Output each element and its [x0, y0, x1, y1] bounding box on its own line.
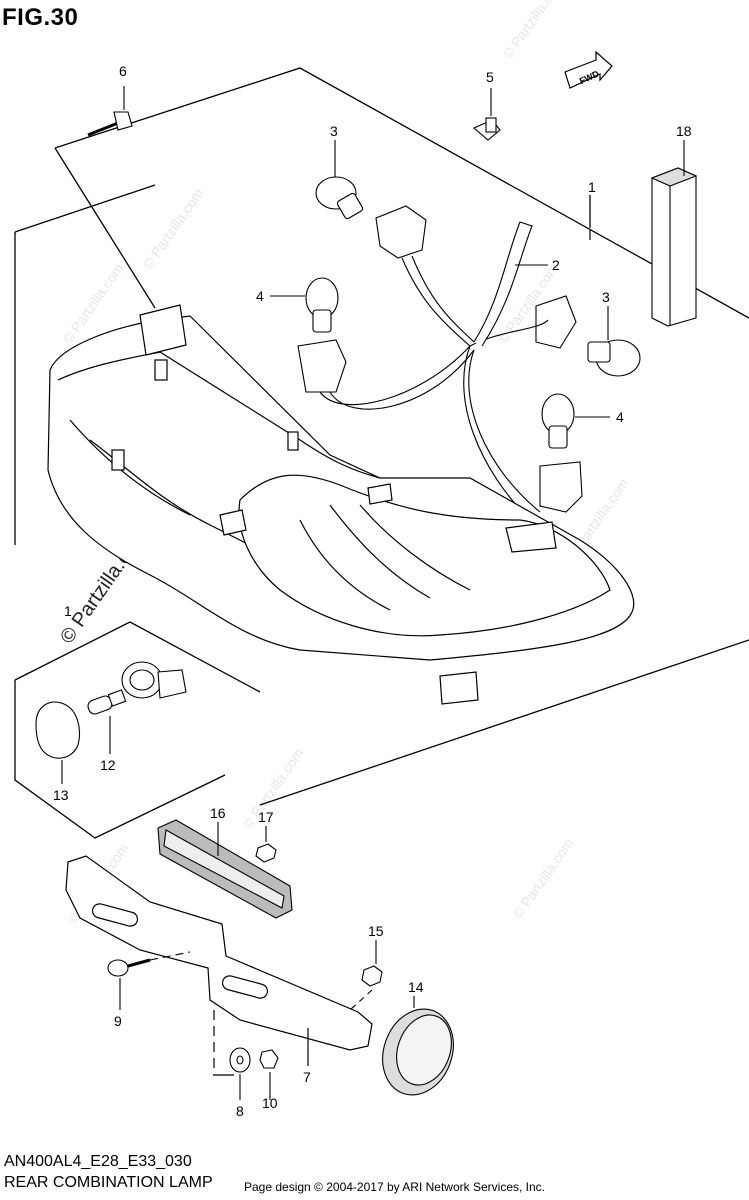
callout-9: 9 — [114, 1013, 122, 1029]
bulb-part-4-a — [270, 277, 339, 333]
watermark-7: © Partzilla.com — [509, 835, 576, 921]
bulb-part-12 — [87, 689, 127, 754]
assembly-frame — [14, 67, 749, 806]
callout-6: 6 — [119, 63, 127, 79]
reflector-part-14 — [382, 996, 454, 1096]
subassembly-frame — [14, 621, 261, 839]
page-credit: Page design © 2004-2017 by ARI Network S… — [244, 1180, 546, 1194]
screw-part-6 — [87, 86, 133, 137]
figure-title: FIG.30 — [2, 4, 79, 31]
callout-12: 12 — [100, 757, 116, 773]
fwd-arrow: FWD — [564, 50, 613, 89]
bulb-part-3-a — [315, 140, 364, 220]
callout-5: 5 — [486, 69, 494, 85]
harness-part-2 — [297, 205, 583, 521]
nut-part-15 — [349, 940, 383, 1011]
bulb-part-3-b — [587, 306, 641, 377]
lens-part-13 — [35, 701, 81, 784]
socket-part-12-holder — [121, 661, 187, 699]
lamp-housing-part-1 — [47, 230, 635, 705]
callout-8: 8 — [236, 1103, 244, 1119]
callout-1: 1 — [588, 179, 596, 195]
callout-15: 15 — [368, 923, 384, 939]
reflector-part-16 — [157, 819, 293, 919]
callout-13: 13 — [53, 787, 69, 803]
pad-part-18 — [650, 140, 698, 327]
callout-3b: 3 — [602, 289, 610, 305]
callout-1-sub: 1 — [64, 603, 72, 619]
callout-4b: 4 — [616, 409, 624, 425]
callout-7: 7 — [303, 1069, 311, 1085]
bracket-part-7 — [65, 855, 373, 1076]
callout-14: 14 — [408, 979, 424, 995]
washer-part-8 — [229, 1047, 251, 1100]
screw-part-9 — [107, 951, 191, 1010]
callout-3a: 3 — [330, 123, 338, 139]
clip-part-5 — [472, 88, 501, 141]
callout-16: 16 — [210, 805, 226, 821]
callout-10: 10 — [262, 1095, 278, 1111]
callout-17: 17 — [258, 809, 274, 825]
callout-2: 2 — [552, 257, 560, 273]
watermark-3: © Partzilla.com — [499, 0, 566, 62]
callout-18: 18 — [676, 123, 692, 139]
callout-4a: 4 — [256, 288, 264, 304]
section-name: REAR COMBINATION LAMP — [4, 1174, 213, 1191]
watermark-2: © Partzilla.com — [139, 185, 206, 271]
callouts: 1 2 3 3 4 4 5 6 1 12 13 16 17 15 14 9 7 … — [53, 63, 692, 1119]
nut-part-17 — [255, 826, 277, 863]
nut-part-10 — [259, 1049, 279, 1100]
model-code: AN400AL4_E28_E33_030 — [4, 1153, 192, 1170]
bulb-part-4-b — [541, 393, 610, 449]
